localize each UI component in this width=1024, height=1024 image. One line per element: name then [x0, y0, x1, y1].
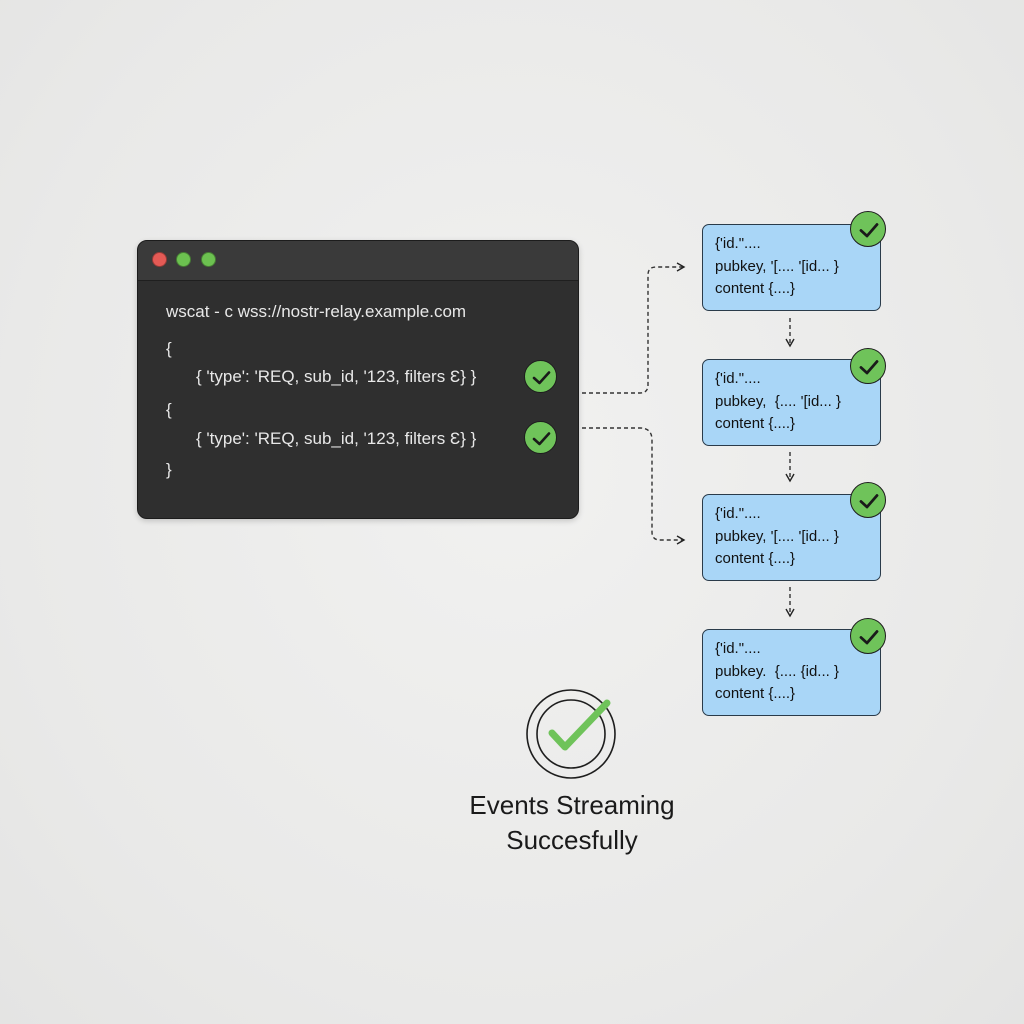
event-pubkey: pubkey, '[.... '[id... }: [715, 528, 839, 545]
status-title: Events Streaming: [469, 790, 675, 820]
terminal-line: {: [166, 400, 172, 419]
event-id: {'id."....: [715, 370, 761, 387]
event-card[interactable]: {'id.".... pubkey, '[.... '[id... } cont…: [702, 224, 881, 311]
event-content: content {....}: [715, 280, 796, 297]
event-card[interactable]: {'id.".... pubkey, {.... '[id... } conte…: [702, 359, 881, 446]
event-id: {'id."....: [715, 505, 761, 522]
check-icon: [850, 482, 886, 518]
status-subtitle: Succesfully: [506, 825, 638, 855]
arrow-req2-to-event3: [582, 427, 686, 545]
event-content: content {....}: [715, 415, 796, 432]
terminal-line: { 'type': 'REQ, sub_id, '123, filters Ɛ}…: [196, 367, 477, 386]
event-card[interactable]: {'id.".... pubkey, '[.... '[id... } cont…: [702, 494, 881, 581]
terminal-line: }: [166, 460, 172, 479]
terminal-titlebar: [138, 241, 578, 281]
terminal-window: wscat - c wss://nostr-relay.example.com …: [137, 240, 579, 519]
window-close-dot[interactable]: [152, 252, 167, 267]
event-id: {'id."....: [715, 235, 761, 252]
window-minimize-dot[interactable]: [176, 252, 191, 267]
event-id: {'id."....: [715, 640, 761, 657]
check-icon: [524, 360, 557, 393]
check-icon: [850, 211, 886, 247]
terminal-command: wscat - c wss://nostr-relay.example.com: [166, 302, 467, 321]
event-card[interactable]: {'id.".... pubkey. {.... {id... } conten…: [702, 629, 881, 716]
event-pubkey: pubkey. {.... {id... }: [715, 663, 839, 680]
event-pubkey: pubkey, {.... '[id... }: [715, 393, 841, 410]
check-icon: [524, 421, 557, 454]
event-content: content {....}: [715, 685, 796, 702]
check-icon: [850, 618, 886, 654]
terminal-line: { 'type': 'REQ, sub_id, '123, filters Ɛ}…: [196, 429, 477, 448]
terminal-line: {: [166, 339, 172, 358]
check-circle-icon: [526, 689, 616, 779]
check-icon: [850, 348, 886, 384]
event-pubkey: pubkey, '[.... '[id... }: [715, 258, 839, 275]
arrow-req1-to-event1: [582, 262, 686, 394]
event-content: content {....}: [715, 550, 796, 567]
window-maximize-dot[interactable]: [201, 252, 216, 267]
